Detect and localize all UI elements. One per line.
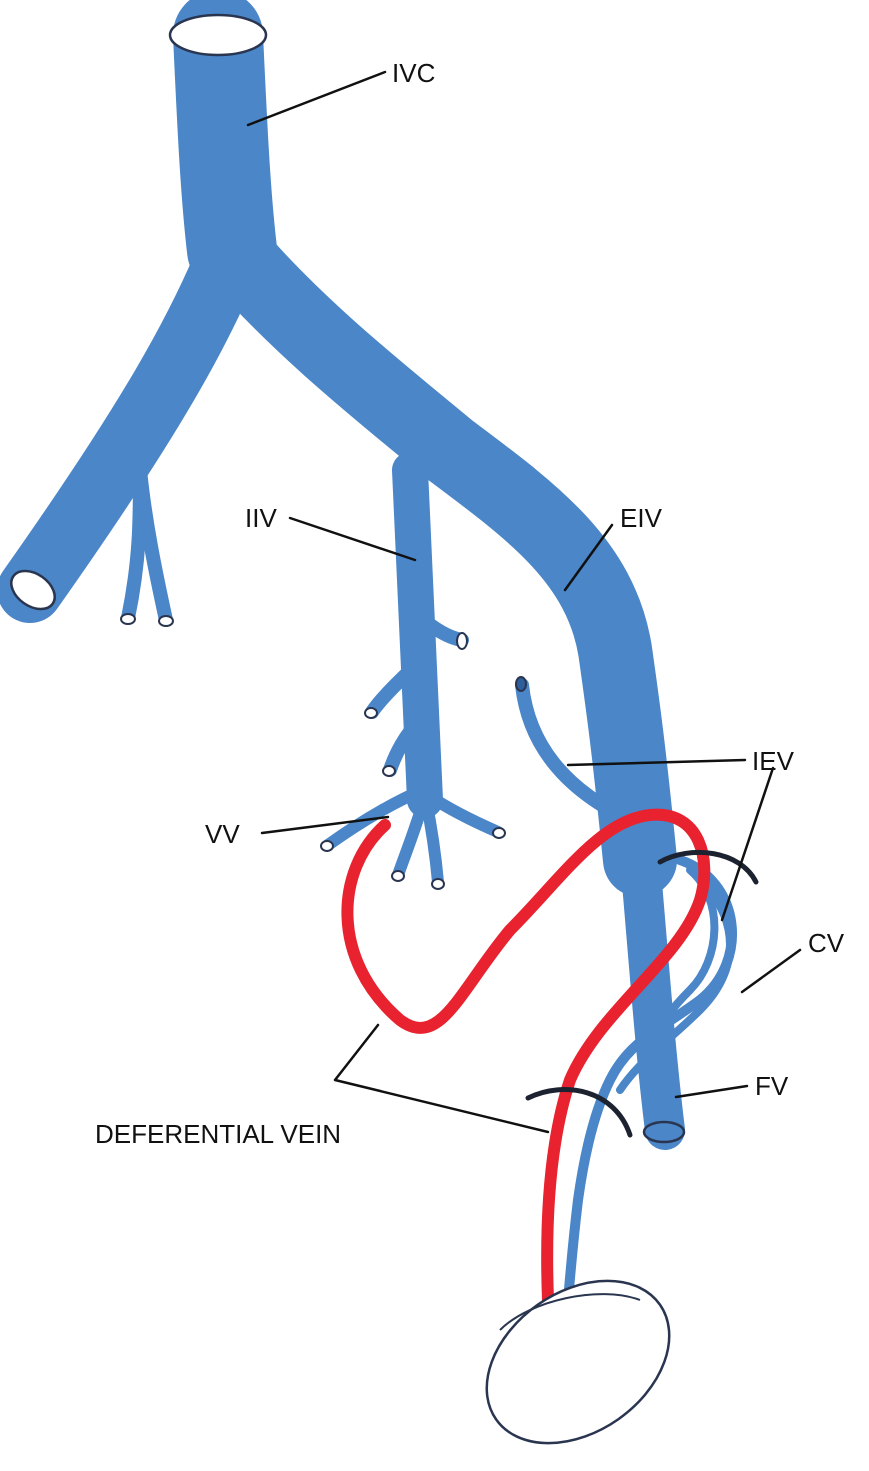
iev-leader-2 bbox=[722, 768, 773, 920]
femoral-vein-segment bbox=[640, 860, 665, 1130]
ivc-leader bbox=[248, 72, 385, 125]
label-vv: VV bbox=[205, 819, 240, 849]
fv-opening bbox=[644, 1122, 684, 1142]
testis-shape bbox=[456, 1247, 700, 1471]
label-iev: IEV bbox=[752, 746, 795, 776]
label-fv: FV bbox=[755, 1071, 789, 1101]
fv-leader bbox=[676, 1086, 747, 1097]
label-deferential-vein: DEFERENTIAL VEIN bbox=[95, 1119, 341, 1149]
lower-ligature-arc bbox=[528, 1090, 630, 1135]
label-cv: CV bbox=[808, 928, 845, 958]
venous-trunk bbox=[4, 15, 684, 1142]
vv-leader bbox=[262, 817, 388, 833]
deferential-leader bbox=[335, 1025, 548, 1132]
label-iiv: IIV bbox=[245, 503, 277, 533]
label-eiv: EIV bbox=[620, 503, 663, 533]
label-ivc: IVC bbox=[392, 58, 435, 88]
internal-iliac-vein-tree bbox=[321, 470, 505, 889]
left-common-iliac-vein bbox=[30, 250, 232, 590]
ivc-top-opening bbox=[170, 15, 266, 55]
cv-leader bbox=[742, 950, 800, 992]
